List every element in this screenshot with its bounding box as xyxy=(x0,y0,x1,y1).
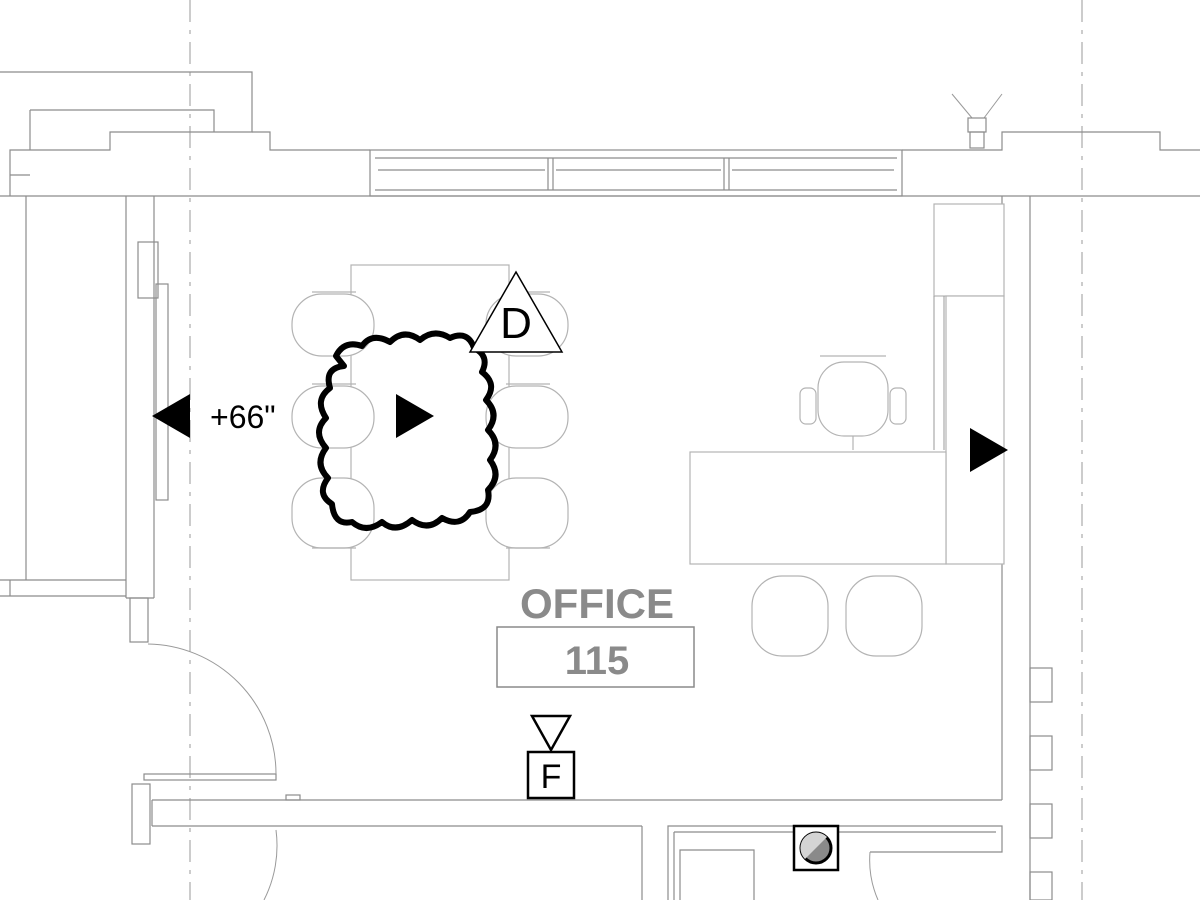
view-arrow-center-icon xyxy=(396,394,434,438)
casework xyxy=(933,203,1005,565)
revision-cloud xyxy=(316,330,499,531)
keynote-triangle-icon xyxy=(529,714,573,753)
room-tag: OFFICE 115 xyxy=(496,580,695,688)
room-number-box xyxy=(496,626,695,688)
conference-table xyxy=(350,264,510,581)
keynote-box xyxy=(526,750,576,800)
keynote-letter: F xyxy=(541,758,562,796)
room-name: OFFICE xyxy=(520,580,674,627)
walls xyxy=(0,71,1200,900)
desk xyxy=(689,451,947,565)
keynote-tag: F xyxy=(526,714,576,800)
room-number: 115 xyxy=(565,639,630,683)
desk-chair xyxy=(799,355,907,450)
chair-right-3 xyxy=(485,477,569,549)
floor-device-icon xyxy=(792,824,840,872)
guest-chair-1 xyxy=(751,575,829,657)
view-arrow-left-icon xyxy=(152,394,190,438)
guest-chair-2 xyxy=(845,575,923,657)
revision-tag: D xyxy=(468,270,564,353)
elevation-mark: +66" xyxy=(210,399,276,435)
chair-right-2 xyxy=(485,383,569,449)
revision-tag-letter: D xyxy=(500,299,532,348)
desk-group xyxy=(689,355,947,657)
delta-triangle-icon xyxy=(468,270,564,353)
chair-left-2 xyxy=(291,383,375,449)
view-arrow-right-icon xyxy=(970,428,1008,472)
